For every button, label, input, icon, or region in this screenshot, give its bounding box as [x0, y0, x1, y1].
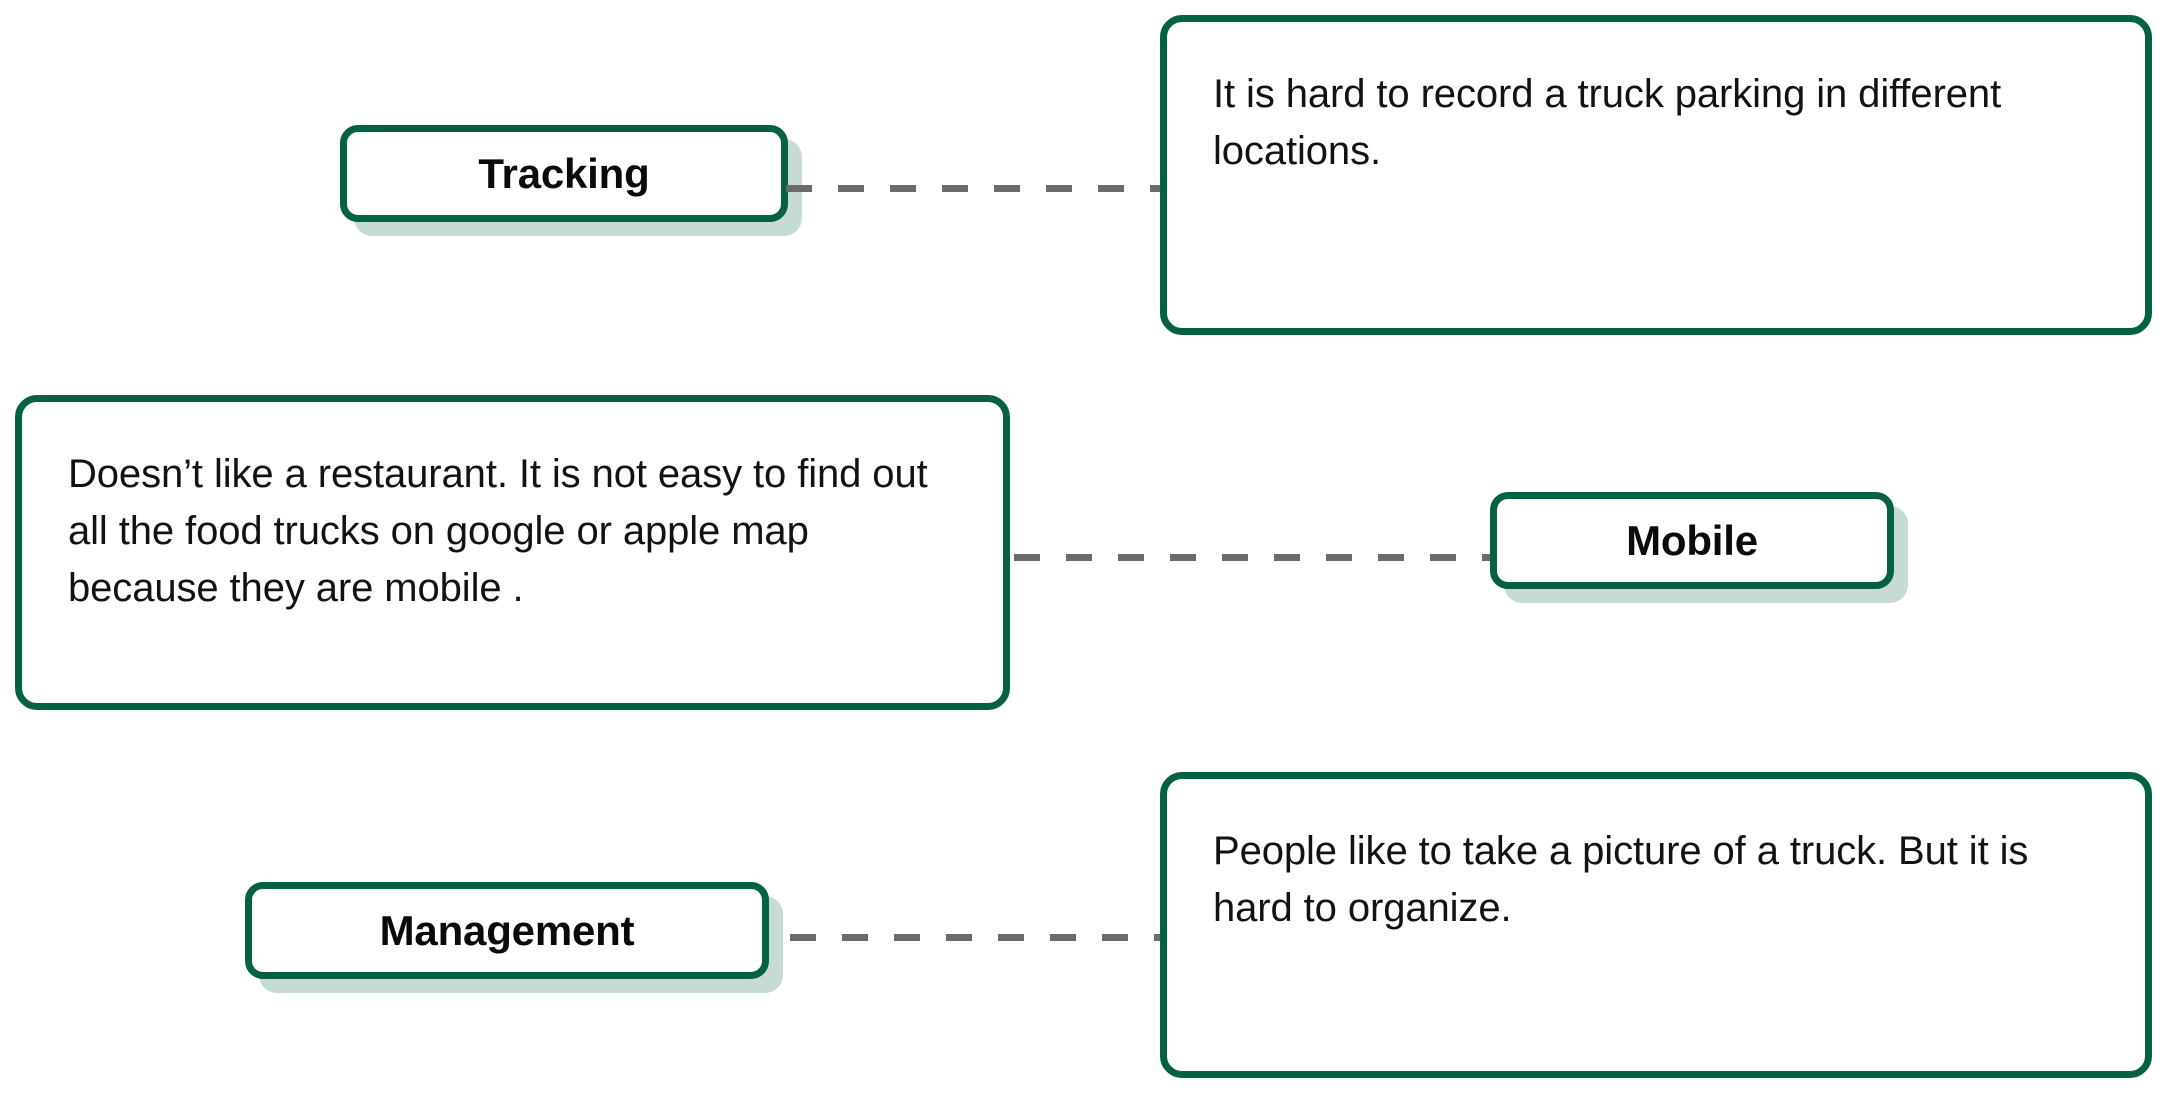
connector-tracking — [786, 185, 1174, 192]
note-card-management-text: People like to take a picture of a truck… — [1213, 829, 2029, 930]
note-card-management[interactable]: People like to take a picture of a truck… — [1160, 772, 2152, 1078]
note-card-tracking-text: It is hard to record a truck parking in … — [1213, 72, 2002, 173]
node-mobile-label: Mobile — [1626, 516, 1758, 564]
node-tracking-label: Tracking — [478, 149, 650, 197]
connector-mobile — [1014, 554, 1494, 561]
node-mobile[interactable]: Mobile — [1490, 492, 1908, 603]
note-card-mobile-text: Doesn’t like a restaurant. It is not eas… — [68, 452, 928, 610]
note-card-mobile[interactable]: Doesn’t like a restaurant. It is not eas… — [15, 395, 1010, 710]
connector-management — [790, 934, 1160, 941]
node-management-box: Management — [245, 882, 769, 979]
node-mobile-box: Mobile — [1490, 492, 1894, 589]
node-tracking[interactable]: Tracking — [340, 125, 802, 236]
node-management[interactable]: Management — [245, 882, 783, 993]
node-management-label: Management — [379, 906, 635, 954]
node-tracking-box: Tracking — [340, 125, 788, 222]
note-card-tracking[interactable]: It is hard to record a truck parking in … — [1160, 15, 2152, 335]
